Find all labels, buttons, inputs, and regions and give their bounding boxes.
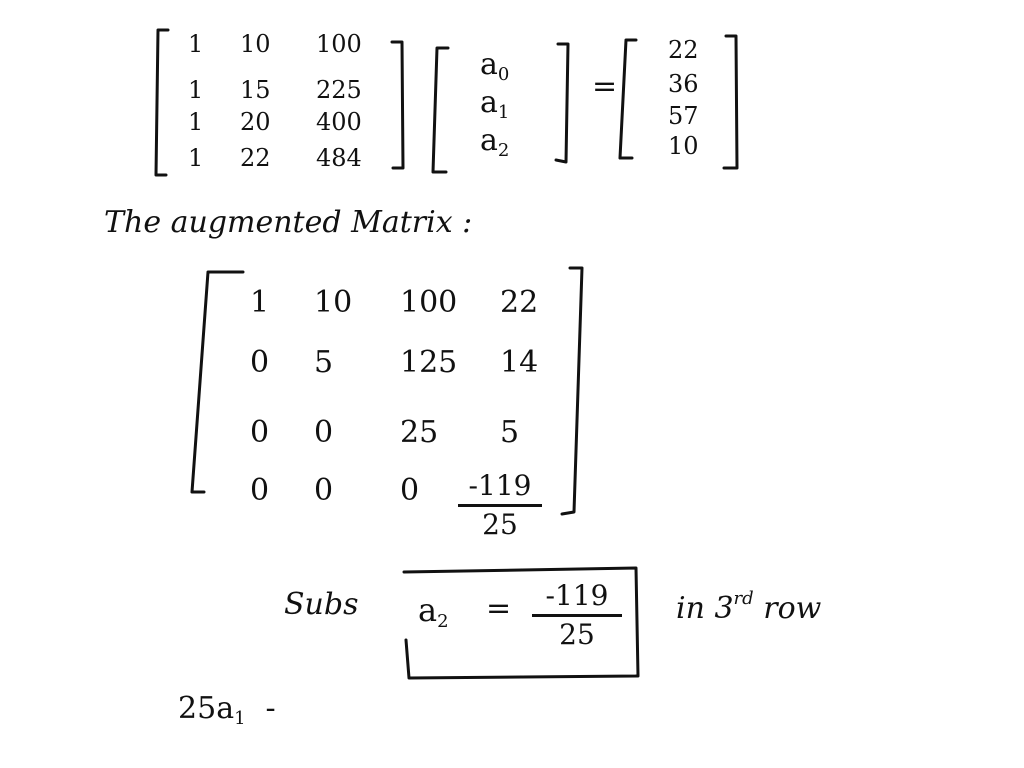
- final-operator: -: [265, 691, 276, 726]
- augmented-cell: 5: [500, 415, 520, 450]
- final-coef: 25: [178, 691, 217, 726]
- coef-cell: 20: [240, 108, 271, 136]
- rhs-cell: 57: [668, 102, 699, 130]
- coef-cell: 225: [316, 76, 362, 104]
- coef-matrix-right-bracket: [390, 40, 405, 170]
- coef-cell: 15: [240, 76, 271, 104]
- coef-cell: 1: [188, 30, 204, 58]
- augmented-cell: 0: [314, 415, 334, 450]
- augmented-cell: 0: [250, 345, 270, 380]
- rhs-cell: 22: [668, 36, 699, 64]
- fraction-numerator: -119: [468, 469, 532, 502]
- equals-sign: =: [592, 69, 618, 104]
- coef-cell: 1: [188, 144, 204, 172]
- augmented-heading: The augmented Matrix :: [104, 205, 473, 240]
- unknown-subscript: 1: [497, 102, 510, 123]
- augmented-cell: 0: [250, 415, 270, 450]
- augmented-cell: 25: [400, 415, 439, 450]
- unknown-vector-right-bracket: [554, 42, 570, 164]
- augmented-cell: 0: [400, 473, 420, 508]
- result-lhs-base: a: [418, 591, 438, 629]
- rhs-vector-left-bracket: [618, 38, 638, 160]
- result-numerator: -119: [545, 579, 609, 612]
- unknown-base: a: [480, 47, 498, 82]
- coef-matrix-left-bracket: [154, 28, 170, 177]
- result-equals: =: [486, 591, 512, 626]
- coef-cell: 400: [316, 108, 362, 136]
- coef-cell: 10: [240, 30, 271, 58]
- row-reference-superscript: rd: [733, 588, 754, 609]
- unknown-subscript: 0: [497, 64, 510, 85]
- final-base: a: [216, 691, 235, 726]
- unknown-vector-left-bracket: [431, 46, 450, 174]
- augmented-cell: 14: [500, 345, 539, 380]
- augmented-cell: 125: [400, 345, 458, 380]
- row-reference: in 3rd row: [676, 590, 821, 624]
- augmented-cell: 10: [314, 285, 353, 320]
- coef-cell: 484: [316, 144, 362, 172]
- result-box: [402, 566, 640, 680]
- unknown-entry: a1: [480, 88, 509, 122]
- augmented-cell: 0: [314, 473, 334, 508]
- augmented-left-bracket: [190, 270, 245, 494]
- coef-cell: 100: [316, 30, 362, 58]
- rhs-cell: 10: [668, 132, 699, 160]
- row-reference-pre: in 3: [676, 591, 734, 626]
- unknown-entry: a2: [480, 126, 509, 160]
- augmented-cell: 0: [250, 473, 270, 508]
- result-fraction: -119 25: [532, 582, 622, 649]
- subs-label: Subs: [284, 587, 359, 622]
- row-reference-post: row: [753, 591, 822, 626]
- augmented-cell: 22: [500, 285, 539, 320]
- coef-cell: 1: [188, 108, 204, 136]
- result-denominator: 25: [559, 618, 595, 651]
- rhs-vector-right-bracket: [722, 34, 739, 170]
- augmented-last-entry: -119 25: [458, 472, 542, 539]
- result-lhs: a2: [418, 594, 449, 631]
- result-lhs-subscript: 2: [437, 611, 449, 632]
- fraction-denominator: 25: [482, 508, 518, 541]
- augmented-cell: 1: [250, 285, 270, 320]
- augmented-right-bracket: [560, 266, 584, 516]
- final-line: 25a1-: [178, 694, 276, 728]
- unknown-base: a: [480, 85, 498, 120]
- augmented-cell: 100: [400, 285, 458, 320]
- rhs-cell: 36: [668, 70, 699, 98]
- unknown-entry: a0: [480, 50, 509, 84]
- fraction-bar: [458, 504, 542, 507]
- coef-cell: 22: [240, 144, 271, 172]
- result-fraction-bar: [532, 614, 622, 617]
- final-subscript: 1: [234, 708, 246, 729]
- unknown-subscript: 2: [497, 140, 510, 161]
- unknown-base: a: [480, 123, 498, 158]
- augmented-cell: 5: [314, 345, 334, 380]
- coef-cell: 1: [188, 76, 204, 104]
